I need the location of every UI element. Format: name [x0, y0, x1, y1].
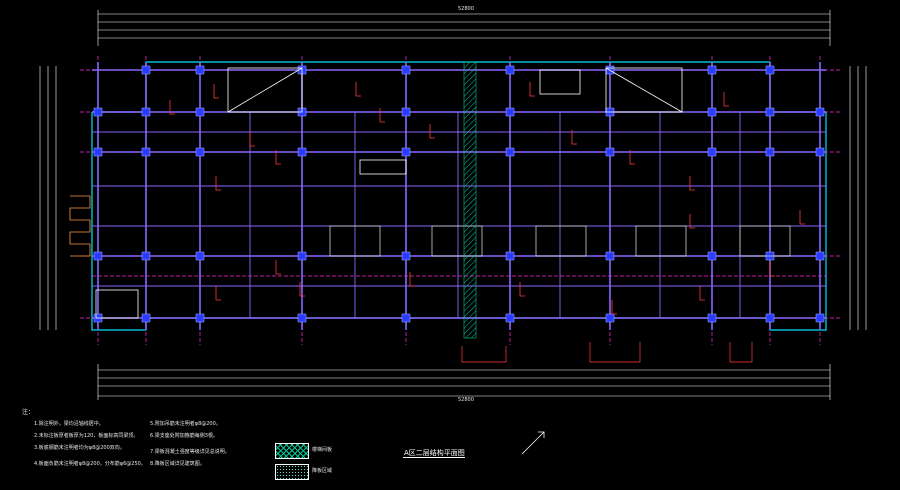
overall-dimension-top: 52800 — [458, 6, 474, 12]
column-marker — [505, 251, 515, 261]
column-marker — [707, 251, 717, 261]
column-marker — [297, 251, 307, 261]
column-marker — [605, 147, 615, 157]
column-markers — [93, 65, 825, 323]
column-marker — [815, 313, 825, 323]
column-marker — [505, 107, 515, 117]
rebar-mark — [699, 286, 705, 301]
column-marker — [605, 251, 615, 261]
rebar-mark — [519, 282, 525, 297]
column-marker — [765, 147, 775, 157]
note-line-1: 1.除注明外，梁均沿轴线居中。 — [34, 421, 104, 427]
rebar-mark — [723, 92, 729, 107]
column-marker — [815, 147, 825, 157]
column-marker — [401, 313, 411, 323]
column-marker — [195, 147, 205, 157]
building-outline — [91, 61, 827, 331]
legend-swatch-dropped — [275, 464, 309, 480]
column-marker — [141, 313, 151, 323]
rebar-mark — [249, 132, 255, 147]
column-marker — [93, 251, 103, 261]
column-marker — [815, 107, 825, 117]
column-marker — [401, 65, 411, 75]
legend-label-stair: 楼梯间板 — [312, 447, 333, 453]
column-marker — [141, 251, 151, 261]
rebar-mark — [689, 176, 695, 191]
note-line-4: 4.板面负筋未注明者φ8@200，分布筋φ6@250。 — [34, 461, 146, 467]
title-underline — [403, 457, 465, 458]
column-marker — [505, 65, 515, 75]
column-marker — [401, 147, 411, 157]
column-marker — [505, 147, 515, 157]
rebar-mark — [769, 262, 775, 277]
note-line-3: 3.板底钢筋未注明者均为φ8@200双向。 — [34, 445, 125, 451]
column-marker — [141, 107, 151, 117]
column-marker — [707, 107, 717, 117]
rebar-mark — [409, 272, 415, 287]
column-marker — [505, 313, 515, 323]
column-marker — [707, 65, 717, 75]
column-marker — [195, 107, 205, 117]
left-stair — [69, 195, 91, 257]
column-marker — [93, 147, 103, 157]
openings — [95, 67, 683, 319]
column-marker — [401, 107, 411, 117]
column-marker — [141, 65, 151, 75]
drawing-title: A区二层结构平面图 — [404, 449, 465, 457]
rebar-mark — [689, 214, 695, 229]
rebar-mark — [429, 124, 435, 139]
column-marker — [297, 147, 307, 157]
legend-label-dropped: 降板区域 — [312, 468, 333, 474]
column-marker — [93, 107, 103, 117]
rebar-mark — [379, 108, 385, 123]
north-arrow-icon — [521, 431, 545, 455]
rebar-mark — [529, 82, 535, 97]
column-marker — [815, 251, 825, 261]
column-marker — [401, 251, 411, 261]
slab-openings — [329, 225, 791, 257]
beam-lines — [92, 62, 826, 330]
rebar-mark — [215, 286, 221, 301]
note-line-2: 2.未标注板厚者板厚为120，板面标高同梁顶。 — [34, 433, 139, 439]
note-line-5: 5.附加吊筋未注明者φ8@200。 — [150, 421, 221, 427]
column-marker — [765, 65, 775, 75]
rebar-mark — [355, 82, 361, 97]
rebar-mark — [299, 282, 305, 297]
rebar-mark — [215, 176, 221, 191]
rebar-mark — [275, 150, 281, 165]
notes-header: 注： — [22, 409, 35, 416]
rebar-mark — [629, 150, 635, 165]
column-marker — [195, 251, 205, 261]
column-marker — [707, 313, 717, 323]
note-line-8: 8.降板区域详见建筑图。 — [150, 461, 205, 467]
rebar-mark — [571, 130, 577, 145]
column-marker — [195, 65, 205, 75]
bottom-dimension-lines — [97, 364, 831, 400]
column-marker — [195, 313, 205, 323]
rebar-mark — [275, 260, 281, 275]
column-marker — [765, 313, 775, 323]
column-marker — [141, 147, 151, 157]
column-marker — [707, 147, 717, 157]
stair-core-hatch — [463, 61, 477, 339]
rebar-mark — [611, 300, 617, 315]
rebar-marks — [169, 82, 805, 315]
column-marker — [297, 313, 307, 323]
column-marker — [765, 107, 775, 117]
column-marker — [605, 313, 615, 323]
note-line-6: 6.梁支座处附加箍筋每侧3根。 — [150, 433, 218, 439]
axis-grid — [80, 56, 840, 345]
side-dimension-lines — [39, 66, 867, 330]
legend-swatch-stair — [275, 443, 309, 459]
rebar-mark — [213, 84, 219, 99]
overall-dimension-bottom: 52800 — [458, 397, 474, 403]
rebar-mark — [169, 100, 175, 115]
top-dimension-lines — [97, 10, 831, 46]
note-line-7: 7.梁板混凝土强度等级详见总说明。 — [150, 449, 230, 455]
rebar-mark — [799, 210, 805, 225]
bottom-details — [461, 342, 753, 363]
